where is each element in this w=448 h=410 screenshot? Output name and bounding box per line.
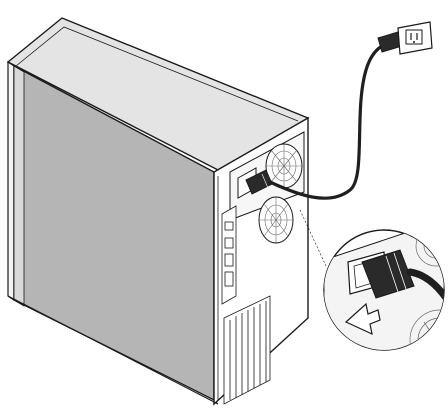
port-usb <box>225 238 233 248</box>
system-fan <box>259 197 293 243</box>
port-parallel <box>225 272 233 286</box>
inset-content <box>324 220 448 380</box>
wall-outlet <box>398 22 432 54</box>
computer-case <box>8 18 308 404</box>
port-serial <box>225 254 233 266</box>
io-ports <box>222 206 236 304</box>
zoom-inset <box>300 210 448 380</box>
case-front-bezel <box>8 62 14 300</box>
case-side-trim <box>14 66 24 306</box>
port-ps2 <box>225 222 233 230</box>
